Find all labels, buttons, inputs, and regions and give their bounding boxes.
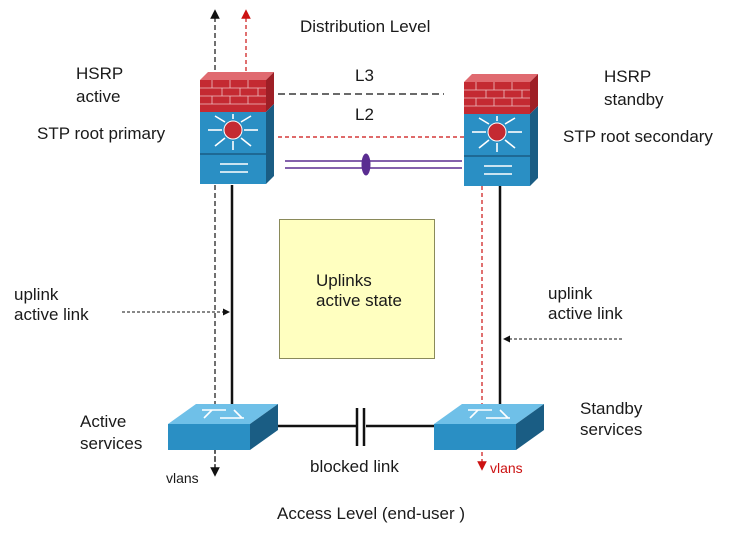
etherchannel-link bbox=[285, 153, 462, 176]
hsrp-standby-label-1: HSRP bbox=[604, 67, 652, 86]
active-services-label-2: services bbox=[80, 434, 143, 453]
hsrp-active-label-1: HSRP bbox=[76, 64, 124, 83]
access-level-label: Access Level (end-user ) bbox=[277, 504, 466, 523]
workgroup-switch-icon bbox=[434, 404, 544, 450]
stp-root-secondary-label: STP root secondary bbox=[563, 127, 713, 146]
box-label-1: Uplinks bbox=[316, 271, 372, 290]
vlans-left-label: vlans bbox=[166, 470, 199, 486]
multilayer-switch-firewall-icon bbox=[464, 74, 538, 186]
vlans-right-label: vlans bbox=[490, 460, 523, 476]
multilayer-switch-firewall-icon bbox=[200, 72, 274, 184]
uplink-left-label-1: uplink bbox=[14, 285, 59, 304]
uplink-left-label-2: active link bbox=[14, 305, 89, 324]
uplink-right-label-2: active link bbox=[548, 304, 623, 323]
standby-services-label-2: services bbox=[580, 420, 643, 439]
stp-root-primary-label: STP root primary bbox=[37, 124, 166, 143]
hsrp-standby-label-2: standby bbox=[604, 90, 664, 109]
uplinks-active-state-box bbox=[279, 219, 435, 359]
box-label-2: active state bbox=[316, 291, 402, 310]
standby-services-label-1: Standby bbox=[580, 399, 643, 418]
l3-label: L3 bbox=[355, 66, 374, 85]
uplink-right-label-1: uplink bbox=[548, 284, 593, 303]
active-services-label-1: Active bbox=[80, 412, 127, 431]
hsrp-active-label-2: active bbox=[76, 87, 121, 106]
l2-label: L2 bbox=[355, 105, 374, 124]
blocked-link-label: blocked link bbox=[310, 457, 399, 476]
workgroup-switch-icon bbox=[168, 404, 278, 450]
distribution-level-label: Distribution Level bbox=[300, 17, 431, 36]
